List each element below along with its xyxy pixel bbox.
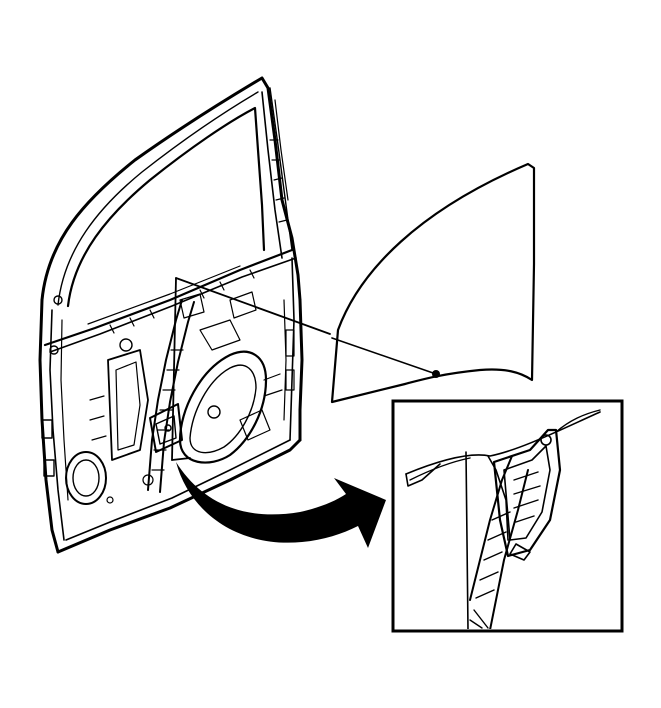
direction-arrow-icon [176, 462, 386, 548]
window-regulator [147, 299, 195, 493]
detail-inset [391, 399, 624, 633]
window-glass [330, 162, 536, 404]
inner-panel-details [65, 291, 283, 505]
detail-reference-box [171, 277, 331, 461]
glass-mount-hole-icon [432, 370, 440, 378]
door-frame [38, 76, 304, 554]
